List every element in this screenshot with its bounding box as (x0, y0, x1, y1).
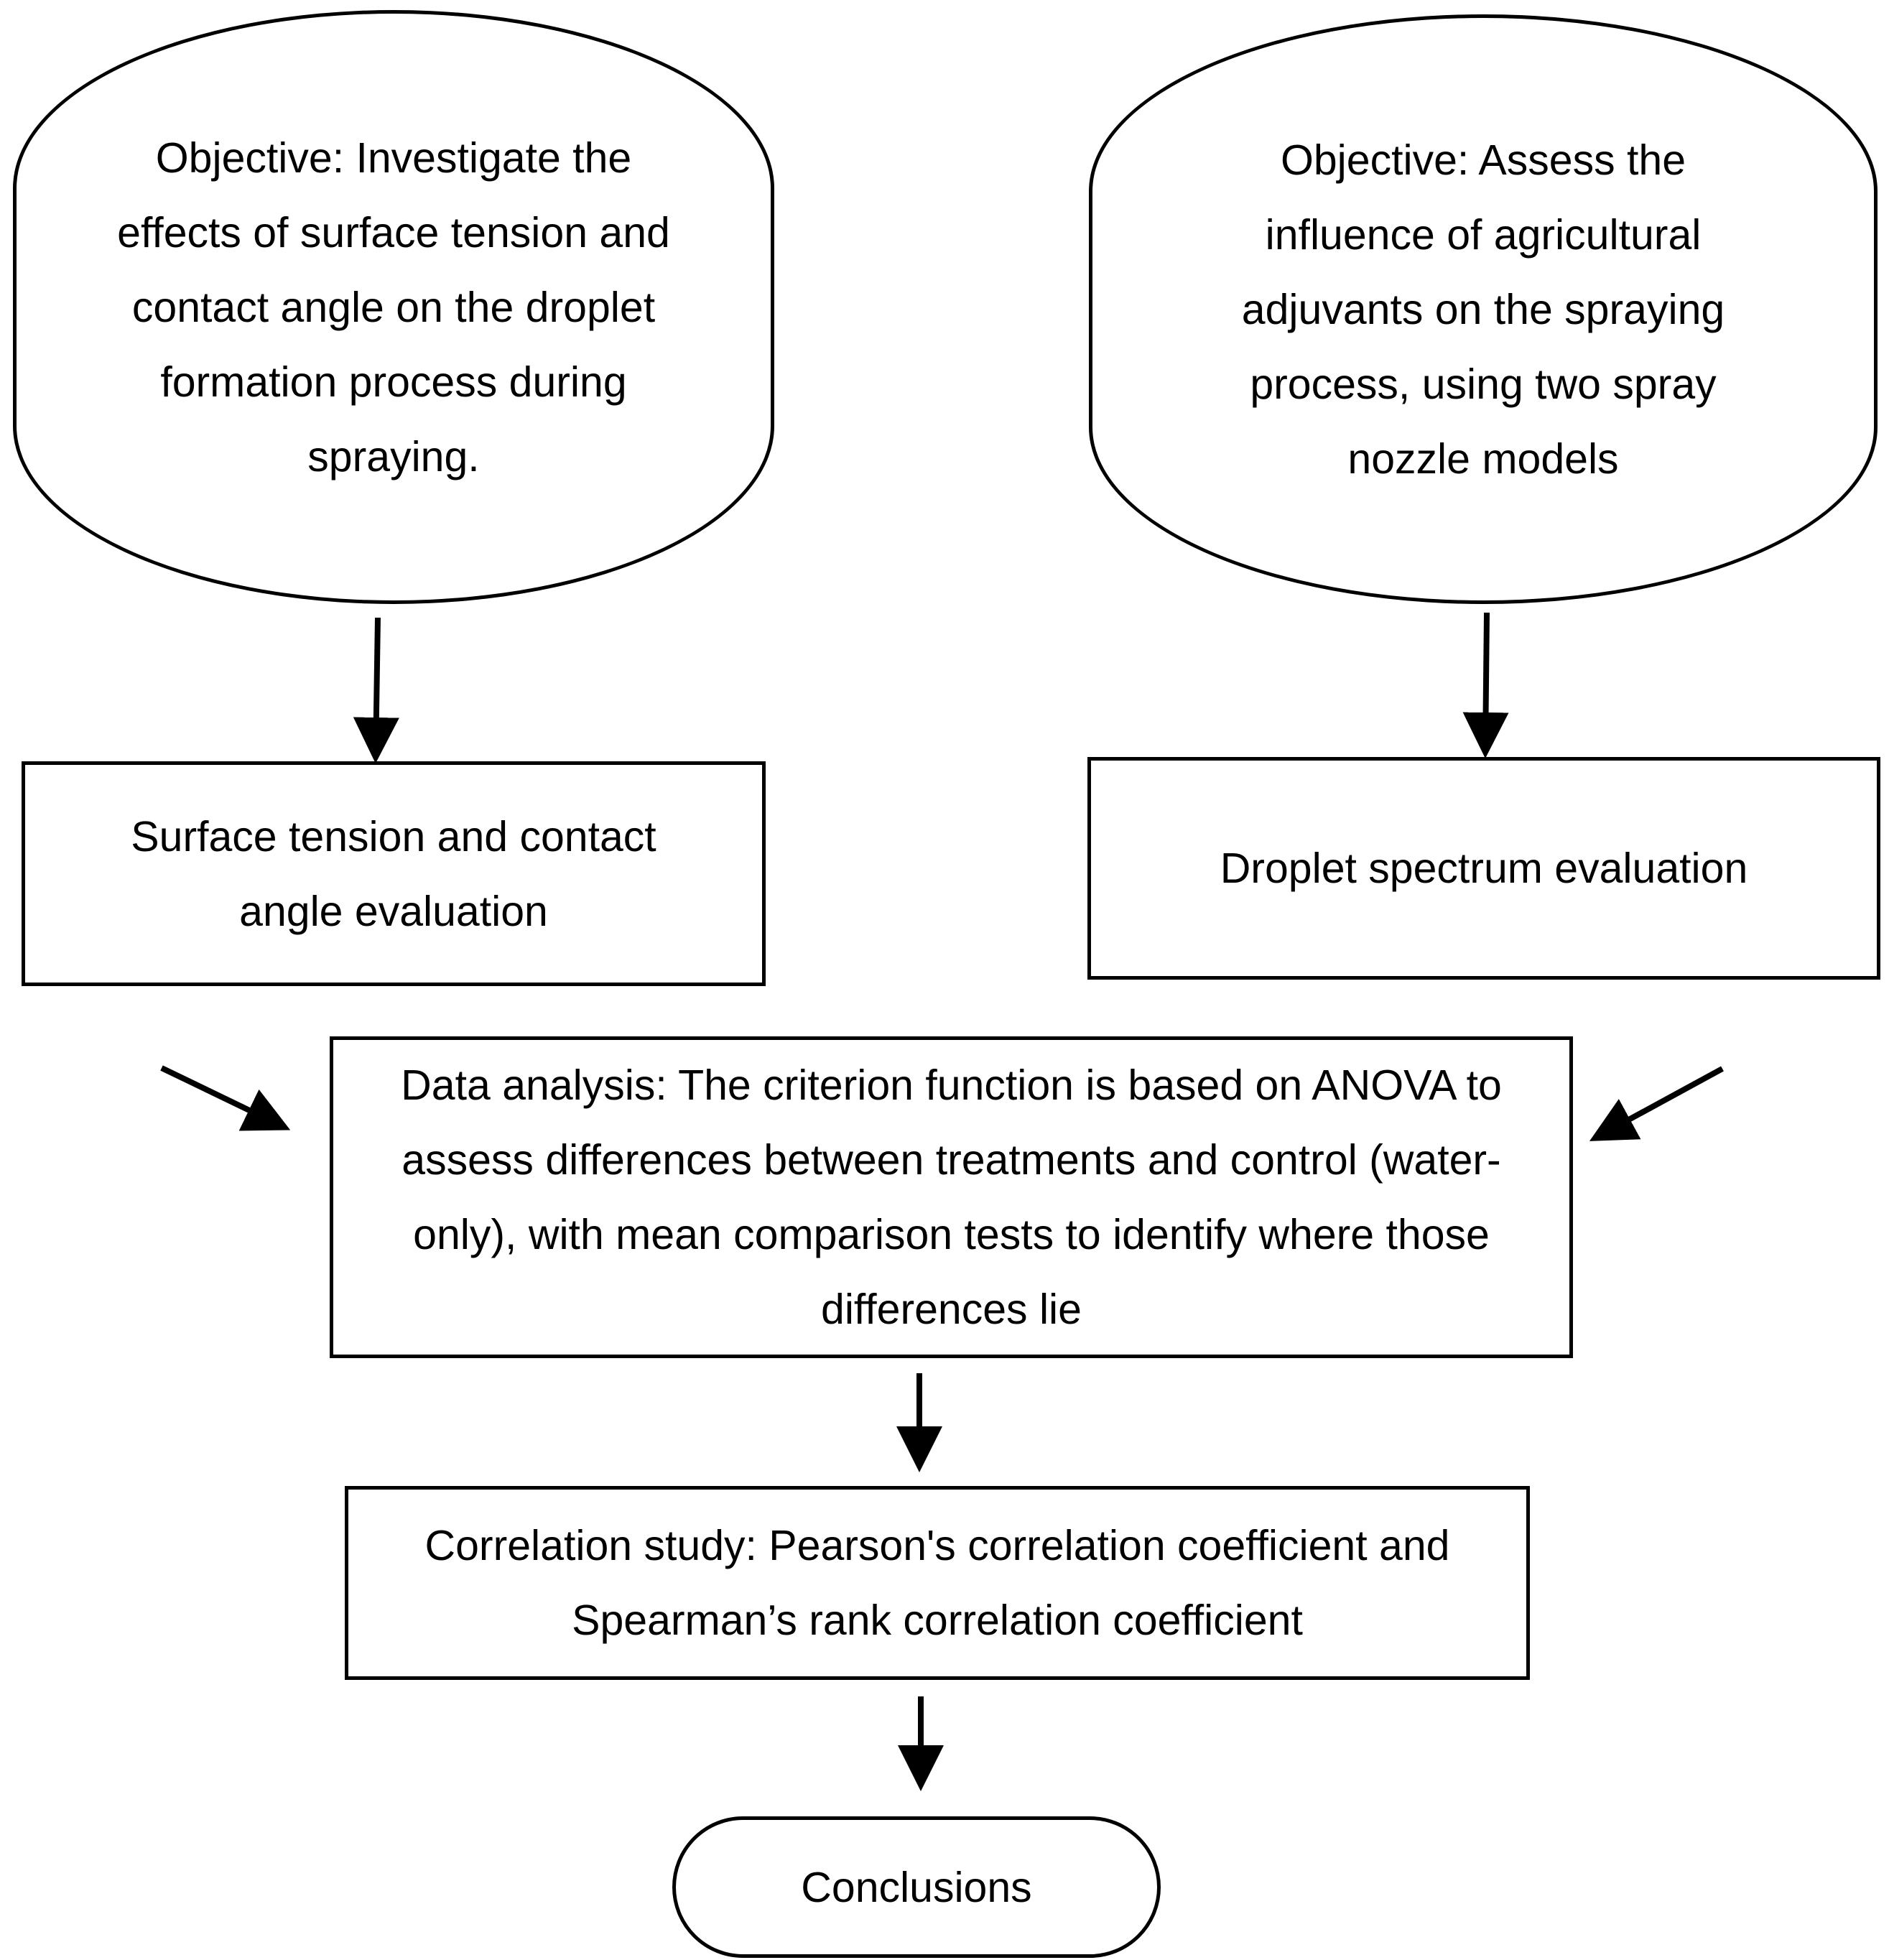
objective-right-text: Objective: Assess the influence of agric… (1241, 136, 1725, 483)
arrow-droplet-spectrum-to-data-analysis (1589, 1066, 1724, 1141)
surface-tension-evaluation-text: Surface tension and contact angle evalua… (131, 812, 656, 935)
correlation-study-text: Correlation study: Pearson's correlation… (424, 1522, 1450, 1644)
arrow-objective-right-to-droplet-spectrum (1462, 612, 1509, 758)
objective-right-terminator: Objective: Assess the influence of agric… (1089, 14, 1878, 604)
conclusions-text: Conclusions (801, 1863, 1032, 1911)
data-analysis-box: Data analysis: The criterion function is… (330, 1036, 1573, 1358)
objective-left-text: Objective: Investigate the effects of su… (117, 134, 670, 480)
arrow-surface-tension-to-data-analysis (160, 1065, 291, 1131)
conclusions-terminator: Conclusions (672, 1816, 1161, 1958)
correlation-study-box: Correlation study: Pearson's correlation… (345, 1486, 1530, 1680)
droplet-spectrum-evaluation-box: Droplet spectrum evaluation (1087, 757, 1880, 980)
arrow-objective-left-to-surface-tension (353, 617, 399, 763)
surface-tension-evaluation-box: Surface tension and contact angle evalua… (22, 761, 766, 986)
droplet-spectrum-evaluation-text: Droplet spectrum evaluation (1220, 845, 1748, 892)
objective-left-terminator: Objective: Investigate the effects of su… (13, 10, 774, 604)
data-analysis-text: Data analysis: The criterion function is… (401, 1062, 1502, 1333)
